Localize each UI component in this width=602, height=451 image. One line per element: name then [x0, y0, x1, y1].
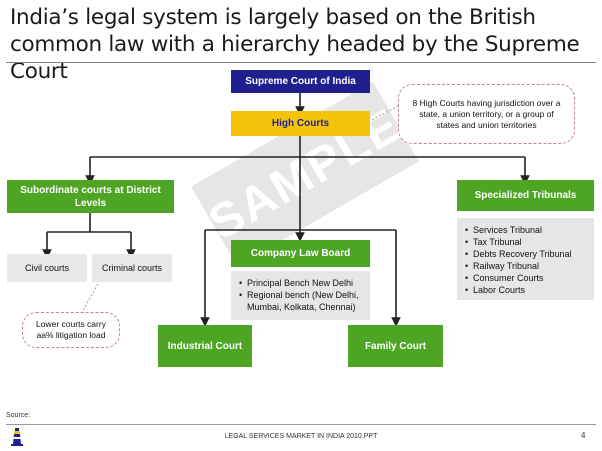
specialized-tribunals-list: Services Tribunal Tax Tribunal Debts Rec… [457, 218, 594, 300]
list-item: Railway Tribunal [465, 260, 586, 272]
high-note-pointer [371, 104, 401, 121]
list-item: Principal Bench New Delhi [239, 277, 362, 289]
footer-text: LEGAL SERVICES MARKET IN INDIA 2010.PPT [224, 433, 378, 440]
title-divider [6, 62, 596, 63]
lighthouse-icon [11, 428, 23, 446]
civil-courts-box: Civil courts [7, 254, 87, 282]
source-label: Source: [6, 412, 31, 419]
list-item: Regional bench (New Delhi, Mumbai, Kolka… [239, 289, 362, 313]
high-courts-box: High Courts [231, 111, 370, 136]
lower-courts-note: Lower courts carry aa% litigation load [22, 312, 120, 348]
criminal-courts-box: Criminal courts [92, 254, 172, 282]
list-item: Debts Recovery Tribunal [465, 248, 586, 260]
list-item: Services Tribunal [465, 224, 586, 236]
page-number: 4 [581, 431, 586, 440]
subordinate-courts-box: Subordinate courts at District Levels [7, 180, 174, 213]
list-item: Labor Courts [465, 284, 586, 296]
list-item: Consumer Courts [465, 272, 586, 284]
slide-title: India’s legal system is largely based on… [10, 5, 580, 84]
family-court-box: Family Court [348, 325, 443, 367]
company-law-board-box: Company Law Board [231, 240, 370, 267]
high-courts-note: 8 High Courts having jurisdiction over a… [398, 84, 575, 144]
industrial-court-box: Industrial Court [158, 325, 252, 367]
company-law-board-details: Principal Bench New Delhi Regional bench… [231, 271, 370, 320]
specialized-tribunals-box: Specialized Tribunals [457, 180, 594, 211]
footer-divider [6, 424, 596, 425]
list-item: Tax Tribunal [465, 236, 586, 248]
supreme-court-box: Supreme Court of India [231, 70, 370, 93]
lower-note-pointer [81, 283, 99, 313]
